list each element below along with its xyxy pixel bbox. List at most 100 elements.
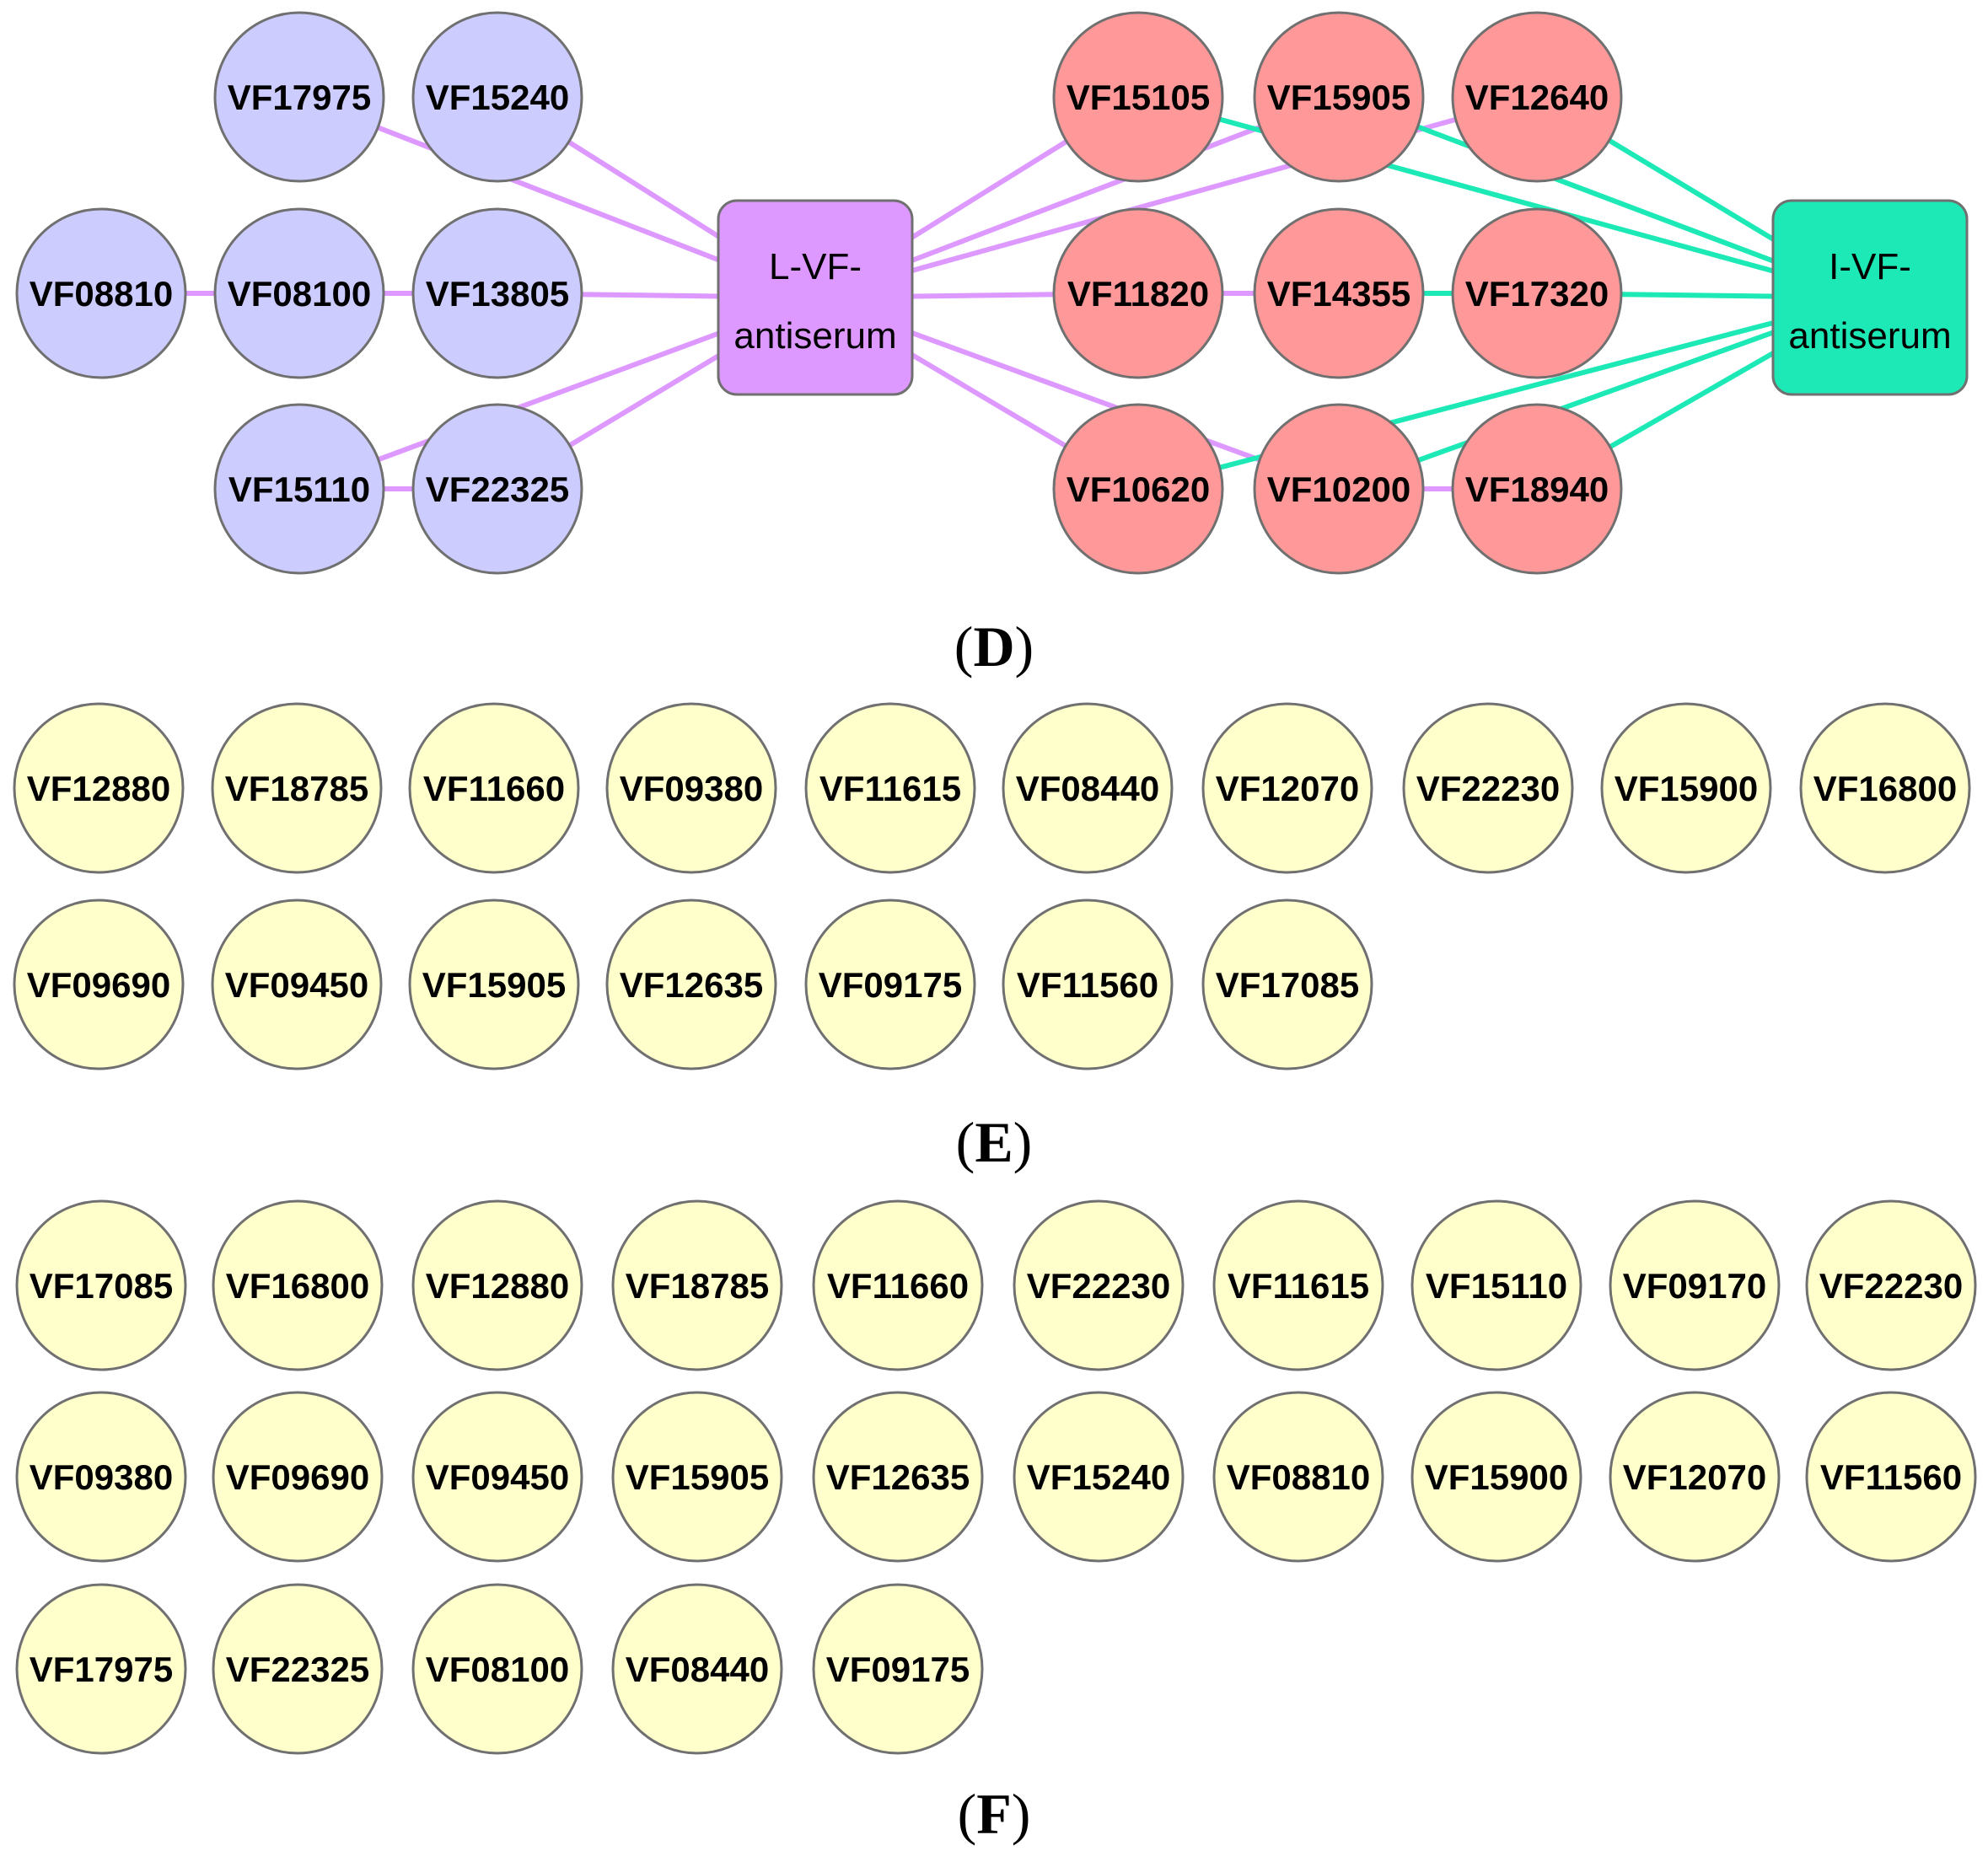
node-circle (1013, 1199, 1185, 1371)
node-circle (212, 1583, 384, 1755)
node-label: VF13805 (426, 274, 569, 314)
panel-e-node-VF09450: VF09450 (211, 899, 383, 1070)
node-circle (1799, 702, 1971, 874)
node-circle (1201, 899, 1373, 1070)
node-label: VF09690 (226, 1457, 369, 1497)
node-label: VF11820 (1067, 274, 1209, 314)
node-label: VF14355 (1267, 274, 1410, 314)
node-circle (15, 1583, 187, 1755)
node-label: VF11660 (827, 1266, 969, 1306)
node-circle (1201, 702, 1373, 874)
node-circle (212, 1391, 384, 1563)
node-label: VF12640 (1465, 78, 1609, 117)
panel-e-node-VF11560: VF11560 (1002, 899, 1174, 1070)
node-circle (212, 1199, 384, 1371)
panel-f-node-VF18785: VF18785 (611, 1199, 783, 1371)
node-label: VF09380 (620, 769, 763, 808)
node-circle (408, 899, 580, 1070)
node-circle (1013, 1391, 1185, 1563)
node-label: VF10200 (1267, 469, 1410, 509)
panel-e-node-VF09690: VF09690 (13, 899, 185, 1070)
node-circle (1402, 702, 1574, 874)
hub-box (717, 199, 914, 396)
node-label: VF17320 (1465, 274, 1609, 314)
node-circle (1212, 1391, 1384, 1563)
node-label: VF11660 (423, 769, 565, 808)
hub-i-vf-antiserum: I-VF-antiserum (1771, 199, 1969, 396)
node-label: VF09450 (225, 965, 368, 1005)
panel-e-node-VF18785: VF18785 (211, 702, 383, 874)
node-label: VF15900 (1615, 769, 1758, 808)
node-circle (1002, 702, 1174, 874)
node-circle (605, 899, 777, 1070)
node-label: VF17085 (30, 1266, 173, 1306)
panel-f-node-VF15905: VF15905 (611, 1391, 783, 1563)
node-circle (1410, 1391, 1582, 1563)
node-circle (611, 1391, 783, 1563)
node-circle (411, 11, 583, 183)
node-label: VF09175 (826, 1650, 970, 1689)
panel-e-node-VF22230: VF22230 (1402, 702, 1574, 874)
panel-e-node-VF11615: VF11615 (804, 702, 976, 874)
node-circle (15, 207, 187, 379)
node-VF08100: VF08100 (213, 207, 385, 379)
node-label: VF11615 (1228, 1266, 1369, 1306)
node-label: VF18785 (626, 1266, 769, 1306)
panel-f-node-VF11660: VF11660 (812, 1199, 984, 1371)
hub-label-line2: antiserum (1788, 315, 1951, 357)
node-circle (1600, 702, 1772, 874)
panel-f-node-VF09170: VF09170 (1609, 1199, 1781, 1371)
panel-e-node-VF11660: VF11660 (408, 702, 580, 874)
node-VF17320: VF17320 (1451, 207, 1623, 379)
panel-f-node-VF12070: VF12070 (1609, 1391, 1781, 1563)
node-circle (611, 1199, 783, 1371)
panel-e-label: (E) (956, 1110, 1033, 1174)
node-circle (1212, 1199, 1384, 1371)
node-label: VF18940 (1465, 469, 1609, 509)
hub-label-line1: L-VF- (769, 246, 862, 287)
node-VF11820: VF11820 (1052, 207, 1224, 379)
node-circle (411, 1391, 583, 1563)
node-label: VF15110 (1426, 1266, 1567, 1306)
node-label: VF16800 (1813, 769, 1957, 808)
panel-f-node-VF17085: VF17085 (15, 1199, 187, 1371)
node-circle (1253, 403, 1425, 575)
panel-f-node-VF09450: VF09450 (411, 1391, 583, 1563)
node-label: VF08440 (626, 1650, 769, 1689)
node-circle (15, 1199, 187, 1371)
node-label: VF15110 (228, 469, 370, 509)
panel-f-node-VF09175: VF09175 (812, 1583, 984, 1755)
node-circle (804, 899, 976, 1070)
node-VF10620: VF10620 (1052, 403, 1224, 575)
hub-box (1771, 199, 1969, 396)
node-label: VF17975 (30, 1650, 173, 1689)
panel-e-node-VF12070: VF12070 (1201, 702, 1373, 874)
node-label: VF12635 (826, 1457, 970, 1497)
node-label: VF12880 (426, 1266, 569, 1306)
node-VF13805: VF13805 (411, 207, 583, 379)
node-circle (411, 1199, 583, 1371)
node-label: VF15905 (422, 965, 566, 1005)
panel-f-node-VF22230: VF22230 (1805, 1199, 1977, 1371)
panel-f-node-VF09690: VF09690 (212, 1391, 384, 1563)
node-VF17975: VF17975 (213, 11, 385, 183)
node-VF12640: VF12640 (1451, 11, 1623, 183)
node-label: VF12635 (620, 965, 763, 1005)
node-circle (1805, 1391, 1977, 1563)
node-label: VF08810 (1227, 1457, 1370, 1497)
node-circle (1253, 11, 1425, 183)
node-VF15905: VF15905 (1253, 11, 1425, 183)
node-circle (1052, 403, 1224, 575)
panel-d-label: (D) (954, 614, 1034, 679)
panel-e-node-VF08440: VF08440 (1002, 702, 1174, 874)
panel-f-node-VF12635: VF12635 (812, 1391, 984, 1563)
node-label: VF17975 (228, 78, 371, 117)
node-label: VF10620 (1067, 469, 1210, 509)
node-circle (15, 1391, 187, 1563)
panel-e-node-VF12635: VF12635 (605, 899, 777, 1070)
node-circle (1451, 403, 1623, 575)
node-VF14355: VF14355 (1253, 207, 1425, 379)
node-circle (411, 1583, 583, 1755)
node-circle (812, 1199, 984, 1371)
